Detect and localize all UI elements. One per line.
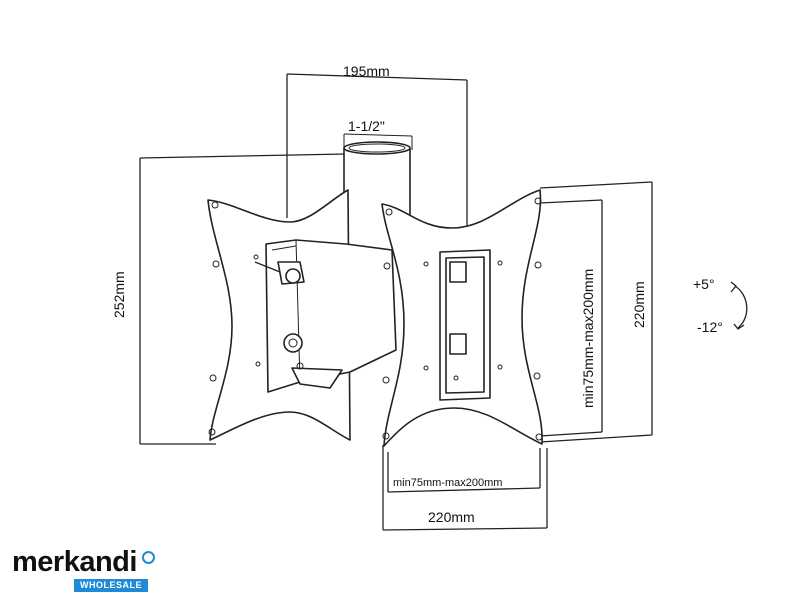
- swivel-bracket: [254, 239, 397, 393]
- merkandi-logo: merkandi: [12, 546, 137, 578]
- tv-plate: [381, 189, 543, 447]
- tilt-down-label: -12°: [697, 319, 723, 335]
- left-height-label: 252mm: [111, 271, 127, 318]
- top-width-label: 195mm: [343, 63, 390, 79]
- right-height-label: 220mm: [631, 281, 647, 328]
- dimension-lines: [139, 73, 653, 531]
- vesa-vertical-label: min75mm-max200mm: [580, 269, 596, 408]
- tilt-up-label: +5°: [693, 276, 715, 292]
- vesa-horizontal-label: min75mm-max200mm: [393, 477, 502, 489]
- logo-circle-icon: [142, 551, 155, 564]
- pole-diameter-label: 1-1/2": [348, 118, 385, 134]
- wholesale-badge: WHOLESALE: [74, 579, 148, 592]
- tilt-arrow-icon: [730, 281, 748, 330]
- bottom-width-label: 220mm: [428, 509, 475, 525]
